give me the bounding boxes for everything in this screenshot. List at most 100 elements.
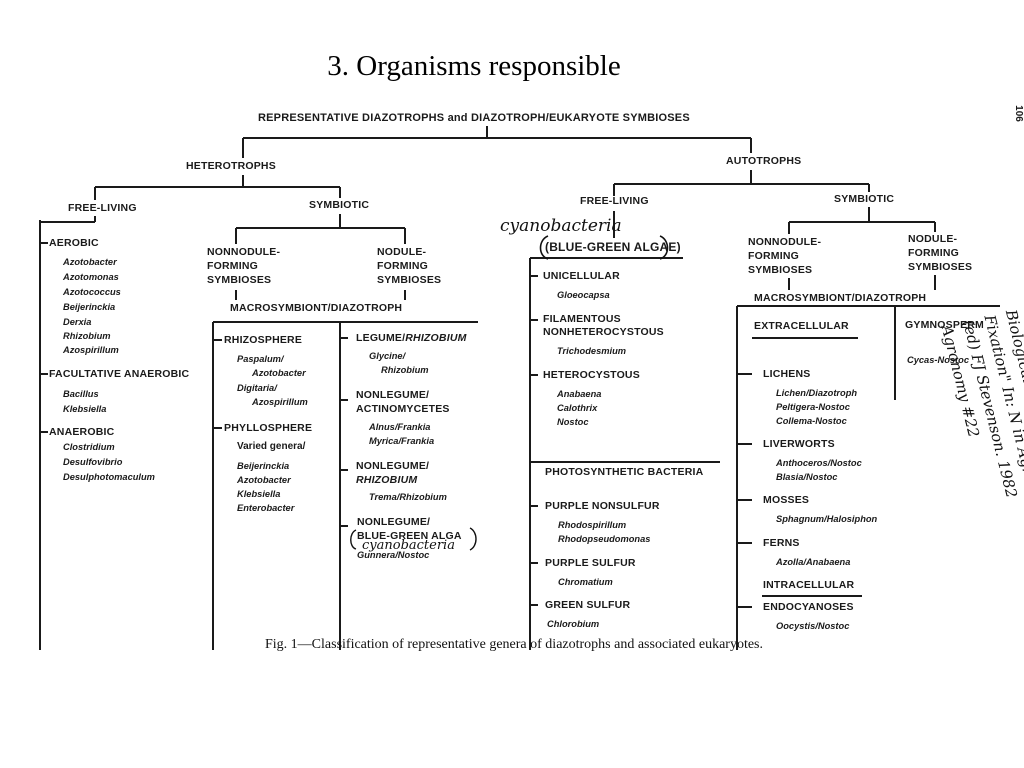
extracellular-label: EXTRACELLULAR bbox=[754, 320, 849, 332]
green-sulfur-label: GREEN SULFUR bbox=[545, 599, 631, 611]
legume-label-text: LEGUME/ bbox=[356, 332, 406, 344]
genus-item: Rhizobium bbox=[63, 331, 111, 341]
bga-label: (BLUE-GREEN ALGAE) bbox=[545, 240, 681, 254]
phyllosphere-label: PHYLLOSPHERE bbox=[224, 422, 313, 434]
unicellular-genus: Gloeocapsa bbox=[557, 290, 610, 300]
het-macro-label: MACROSYMBIONT/DIAZOTROPH bbox=[230, 302, 403, 314]
ferns-label: FERNS bbox=[763, 537, 800, 549]
actino-entry: Alnus/Frankia bbox=[369, 422, 431, 432]
filamentous-genus: Trichodesmium bbox=[557, 346, 627, 356]
nonlegume-rhizo-line2: RHIZOBIUM bbox=[356, 474, 418, 486]
handwritten-cyanobacteria-2: cyanobacteria bbox=[362, 538, 455, 553]
het-nonnodule-line2: FORMING bbox=[207, 260, 258, 272]
phyllosphere-genus: Beijerinckia bbox=[237, 461, 290, 471]
genus-item: Azotomonas bbox=[63, 272, 119, 282]
legume-label: LEGUME/RHIZOBIUM bbox=[356, 333, 467, 344]
het-nonnodule-line3: SYMBIOSES bbox=[207, 274, 272, 286]
lichens-label: LICHENS bbox=[763, 368, 811, 380]
legume-entry: Glycine/ bbox=[369, 351, 406, 361]
legume-entry: Rhizobium bbox=[381, 365, 429, 375]
purple-nonsulfur-label: PURPLE NONSULFUR bbox=[545, 500, 660, 512]
filamentous-line2: NONHETEROCYSTOUS bbox=[543, 326, 664, 338]
slide-title-text: 3. Organisms responsible bbox=[327, 50, 621, 82]
gs-genus: Chlorobium bbox=[547, 619, 600, 629]
heterotrophs-label: HETEROTROPHS bbox=[186, 160, 276, 172]
slide-title: 3. Organisms responsible bbox=[0, 50, 1024, 83]
liverworts-entry: Blasia/Nostoc bbox=[776, 472, 838, 482]
het-symbiotic-label: SYMBIOTIC bbox=[309, 199, 370, 211]
bracket-right bbox=[659, 235, 669, 260]
genus-item: Desulfovibrio bbox=[63, 457, 123, 467]
intracellular-label: INTRACELLULAR bbox=[763, 579, 855, 591]
genus-item: Azospirillum bbox=[63, 345, 119, 355]
pns-genus: Rhodopseudomonas bbox=[558, 534, 651, 544]
photosynthetic-label: PHOTOSYNTHETIC BACTERIA bbox=[545, 466, 704, 478]
purple-sulfur-label: PURPLE SULFUR bbox=[545, 557, 636, 569]
phyllosphere-genus: Klebsiella bbox=[237, 489, 281, 499]
nonlegume-bga-line2: BLUE-GREEN ALGA bbox=[357, 530, 462, 542]
mosses-entry: Sphagnum/Halosiphon bbox=[776, 514, 878, 524]
lichens-entry: Collema-Nostoc bbox=[776, 416, 847, 426]
auto-nodule-line3: SYMBIOSES bbox=[908, 261, 973, 273]
genus-item: Derxia bbox=[63, 317, 92, 327]
page-number: 106 bbox=[1012, 105, 1024, 122]
ferns-entry: Azolla/Anabaena bbox=[776, 557, 851, 567]
heterocystous-genus: Calothrix bbox=[557, 403, 598, 413]
auto-nodule-line1: NODULE- bbox=[908, 233, 958, 245]
genus-item: Clostridium bbox=[63, 442, 115, 452]
auto-macro-label: MACROSYMBIONT/DIAZOTROPH bbox=[754, 292, 927, 304]
auto-nodule-line2: FORMING bbox=[908, 247, 959, 259]
heterocystous-label: HETEROCYSTOUS bbox=[543, 369, 640, 381]
het-nodule-line3: SYMBIOSES bbox=[377, 274, 442, 286]
het-nodule-line1: NODULE- bbox=[377, 246, 427, 258]
handwritten-cyanobacteria-1: cyanobacteria bbox=[500, 216, 622, 236]
auto-nonnodule-line3: SYMBIOSES bbox=[748, 264, 813, 276]
bracket-left bbox=[539, 235, 549, 260]
phyllosphere-varied: Varied genera/ bbox=[237, 441, 306, 452]
rhizosphere-label: RHIZOSPHERE bbox=[224, 334, 303, 346]
nonlegume-rhizo-line1: NONLEGUME/ bbox=[356, 460, 430, 472]
pns-genus: Rhodospirillum bbox=[558, 520, 627, 530]
nonlegume-actino-line2: ACTINOMYCETES bbox=[356, 403, 450, 415]
lichens-entry: Peltigera-Nostoc bbox=[776, 402, 850, 412]
nonlegume-actino-line1: NONLEGUME/ bbox=[356, 389, 430, 401]
facultative-label: FACULTATIVE ANAEROBIC bbox=[49, 368, 190, 380]
endocyanoses-entry: Oocystis/Nostoc bbox=[776, 621, 850, 631]
auto-symbiotic-label: SYMBIOTIC bbox=[834, 193, 895, 205]
rhizosphere-entry: Digitaria/ bbox=[237, 383, 277, 393]
auto-nonnodule-line1: NONNODULE- bbox=[748, 236, 822, 248]
auto-nonnodule-line2: FORMING bbox=[748, 250, 799, 262]
genus-item: Beijerinckia bbox=[63, 302, 116, 312]
endocyanoses-label: ENDOCYANOSES bbox=[763, 601, 854, 613]
rhizosphere-entry: Paspalum/ bbox=[237, 354, 284, 364]
genus-item: Bacillus bbox=[63, 389, 99, 399]
gymnosperm-entry: Cycas-Nostoc bbox=[907, 355, 970, 365]
genus-item: Klebsiella bbox=[63, 404, 107, 414]
het-nodule-line2: FORMING bbox=[377, 260, 428, 272]
genus-item: Desulphotomaculum bbox=[63, 472, 155, 482]
rhizosphere-entry: Azotobacter bbox=[252, 368, 306, 378]
filamentous-line1: FILAMENTOUS bbox=[543, 313, 621, 325]
liverworts-label: LIVERWORTS bbox=[763, 438, 835, 450]
heterocystous-genus: Nostoc bbox=[557, 417, 589, 427]
aerobic-label: AEROBIC bbox=[49, 237, 99, 249]
rhizosphere-entry: Azospirillum bbox=[252, 397, 308, 407]
phyllosphere-genus: Enterobacter bbox=[237, 503, 295, 513]
mosses-label: MOSSES bbox=[763, 494, 810, 506]
nonlegume-bga-line1: NONLEGUME/ bbox=[357, 516, 431, 528]
liverworts-entry: Anthoceros/Nostoc bbox=[776, 458, 862, 468]
het-free-living-label: FREE-LIVING bbox=[68, 202, 137, 214]
legume-label-italic: RHIZOBIUM bbox=[405, 332, 467, 344]
genus-item: Azotobacter bbox=[63, 257, 117, 267]
figure-caption: Fig. 1—Classification of representative … bbox=[265, 637, 764, 652]
unicellular-label: UNICELLULAR bbox=[543, 270, 620, 282]
auto-free-living-label: FREE-LIVING bbox=[580, 195, 649, 207]
autotrophs-label: AUTOTROPHS bbox=[726, 155, 802, 167]
actino-entry: Myrica/Frankia bbox=[369, 436, 435, 446]
anaerobic-label: ANAEROBIC bbox=[49, 426, 115, 438]
rhizo-entry: Trema/Rhizobium bbox=[369, 492, 447, 502]
bga-entry: Gunnera/Nostoc bbox=[357, 550, 430, 560]
het-nonnodule-line1: NONNODULE- bbox=[207, 246, 281, 258]
heterocystous-genus: Anabaena bbox=[557, 389, 602, 399]
